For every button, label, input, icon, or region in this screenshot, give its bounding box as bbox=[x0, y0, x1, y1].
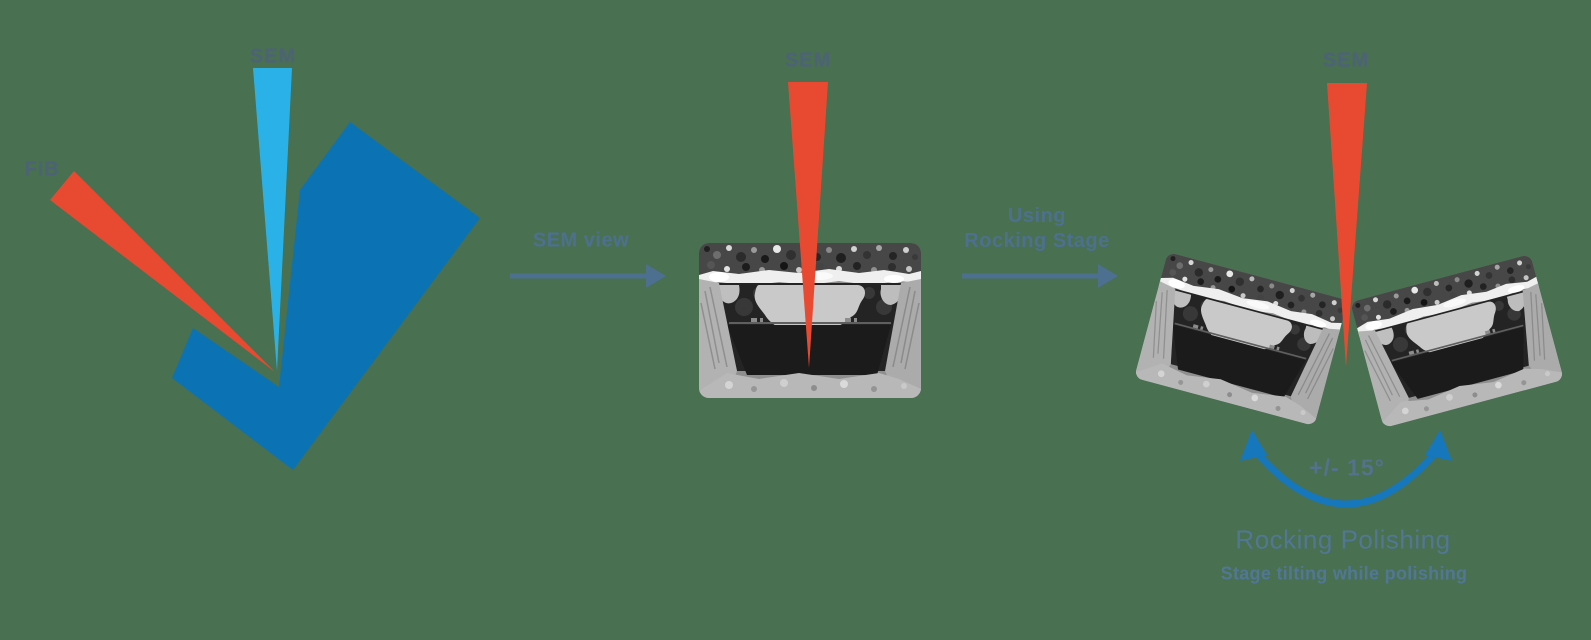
using-rocking-stage-caption: Using Rocking Stage bbox=[964, 204, 1109, 254]
sem-beam-label-middle: SEM bbox=[784, 49, 832, 72]
sem-beam-label-right: SEM bbox=[1322, 49, 1370, 72]
sem-beam-middle bbox=[788, 82, 828, 368]
rocking-polishing-title: Rocking Polishing bbox=[1235, 524, 1451, 555]
sample-stage-shape bbox=[172, 122, 480, 470]
sem-beam-label-left: SEM bbox=[249, 45, 297, 68]
sem-beam-right bbox=[1327, 83, 1367, 367]
arrow-rocking-stage-icon bbox=[962, 264, 1118, 288]
rocking-polishing-subtitle: Stage tilting while polishing bbox=[1220, 563, 1468, 584]
sem-view-caption: SEM view bbox=[532, 229, 630, 252]
sem-image-tilted-left bbox=[1134, 252, 1348, 426]
using-rocking-stage-caption-line2: Rocking Stage bbox=[964, 230, 1110, 252]
rocking-angle-label: +/- 15° bbox=[1309, 454, 1385, 481]
sem-beam-left bbox=[253, 68, 292, 371]
fib-beam-label: FIB bbox=[24, 158, 60, 181]
rocking-arc-arrow-icon bbox=[1240, 430, 1452, 508]
arrow-sem-view-icon bbox=[510, 264, 666, 288]
using-rocking-stage-caption-line1: Using bbox=[1007, 205, 1067, 227]
fib-beam bbox=[50, 171, 275, 372]
sem-image-tilted-right bbox=[1350, 254, 1564, 428]
